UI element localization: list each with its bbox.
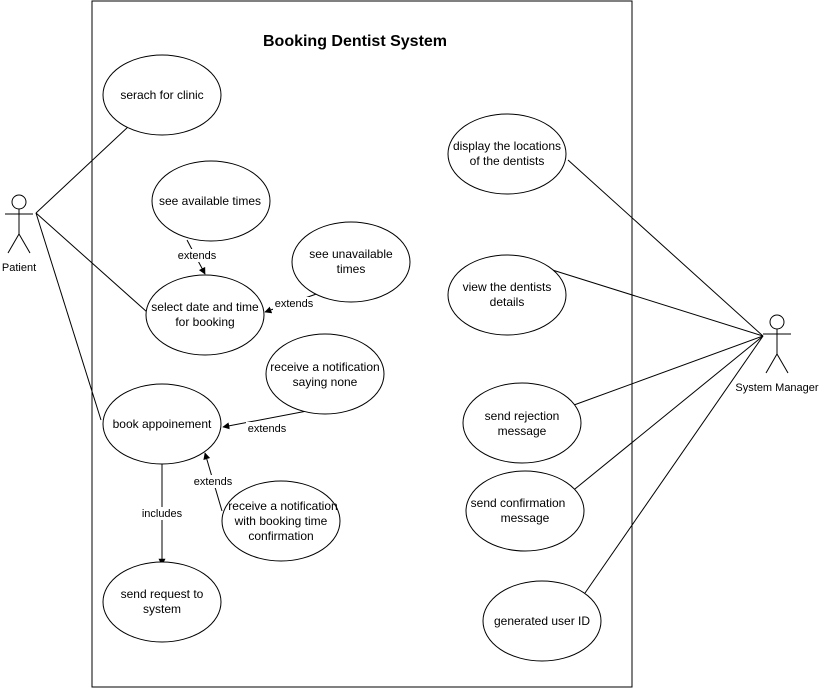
svg-text:see unavailable: see unavailable <box>309 247 393 261</box>
svg-text:display the locations: display the locations <box>453 139 561 153</box>
actor-patient: Patient <box>2 194 36 274</box>
svg-text:confirmation: confirmation <box>248 529 313 543</box>
system-boundary <box>91 0 633 688</box>
svg-text:send rejection: send rejection <box>485 409 560 423</box>
use-case-send-confirmation: send confirmation message <box>465 470 585 552</box>
svg-text:of the dentists: of the dentists <box>470 154 545 168</box>
svg-text:message: message <box>498 424 547 438</box>
use-case-select-date-time: select date and time for booking <box>145 274 265 356</box>
svg-text:serach for clinic: serach for clinic <box>120 88 203 102</box>
actor-head <box>769 314 785 330</box>
svg-text:times: times <box>337 262 366 276</box>
use-case-send-rejection: send rejection message <box>462 382 582 464</box>
svg-text:details: details <box>490 295 525 309</box>
svg-text:book appoinement: book appoinement <box>113 417 212 431</box>
svg-text:select date and time: select date and time <box>151 300 259 314</box>
actor-system-manager: System Manager <box>735 314 819 394</box>
includes-label: includes <box>142 508 183 520</box>
actor-patient-label: Patient <box>2 262 36 274</box>
svg-text:send request to: send request to <box>121 587 204 601</box>
svg-text:generated user ID: generated user ID <box>494 614 590 628</box>
svg-text:receive a notification: receive a notification <box>270 360 379 374</box>
svg-text:system: system <box>143 602 181 616</box>
use-case-receive-notification-confirmation: receive a notification with booking time… <box>221 480 341 562</box>
use-case-view-dentist-details: view the dentists details <box>447 254 567 336</box>
svg-text:view the dentists: view the dentists <box>463 280 552 294</box>
extends-label-available: extends <box>178 250 217 262</box>
svg-text:receive a notification: receive a notification <box>228 499 337 513</box>
use-case-send-request: send request to system <box>102 561 222 643</box>
use-case-search-clinic: serach for clinic <box>102 54 222 136</box>
use-case-display-locations: display the locations of the dentists <box>447 113 567 195</box>
manager-associations <box>545 159 764 594</box>
use-case-book-appointment: book appoinement <box>102 383 222 465</box>
svg-text:message: message <box>501 511 550 525</box>
svg-text:see available times: see available times <box>159 194 261 208</box>
actor-system-manager-label: System Manager <box>735 382 818 394</box>
svg-text:send confirmation: send confirmation <box>471 496 566 510</box>
extends-label-none: extends <box>248 423 287 435</box>
extends-label-confirm: extends <box>194 476 233 488</box>
use-case-see-unavailable-times: see unavailable times <box>291 221 411 303</box>
patient-associations <box>35 125 148 421</box>
use-case-see-available-times: see available times <box>151 160 271 242</box>
actor-head <box>11 194 27 210</box>
svg-text:saying none: saying none <box>293 375 358 389</box>
use-case-generated-user-id: generated user ID <box>482 580 602 662</box>
extends-label-unavailable: extends <box>275 298 314 310</box>
svg-text:with booking time: with booking time <box>234 514 328 528</box>
svg-text:for booking: for booking <box>175 315 234 329</box>
use-case-receive-notification-none: receive a notification saying none <box>265 333 385 415</box>
system-title: Booking Dentist System <box>263 33 447 50</box>
